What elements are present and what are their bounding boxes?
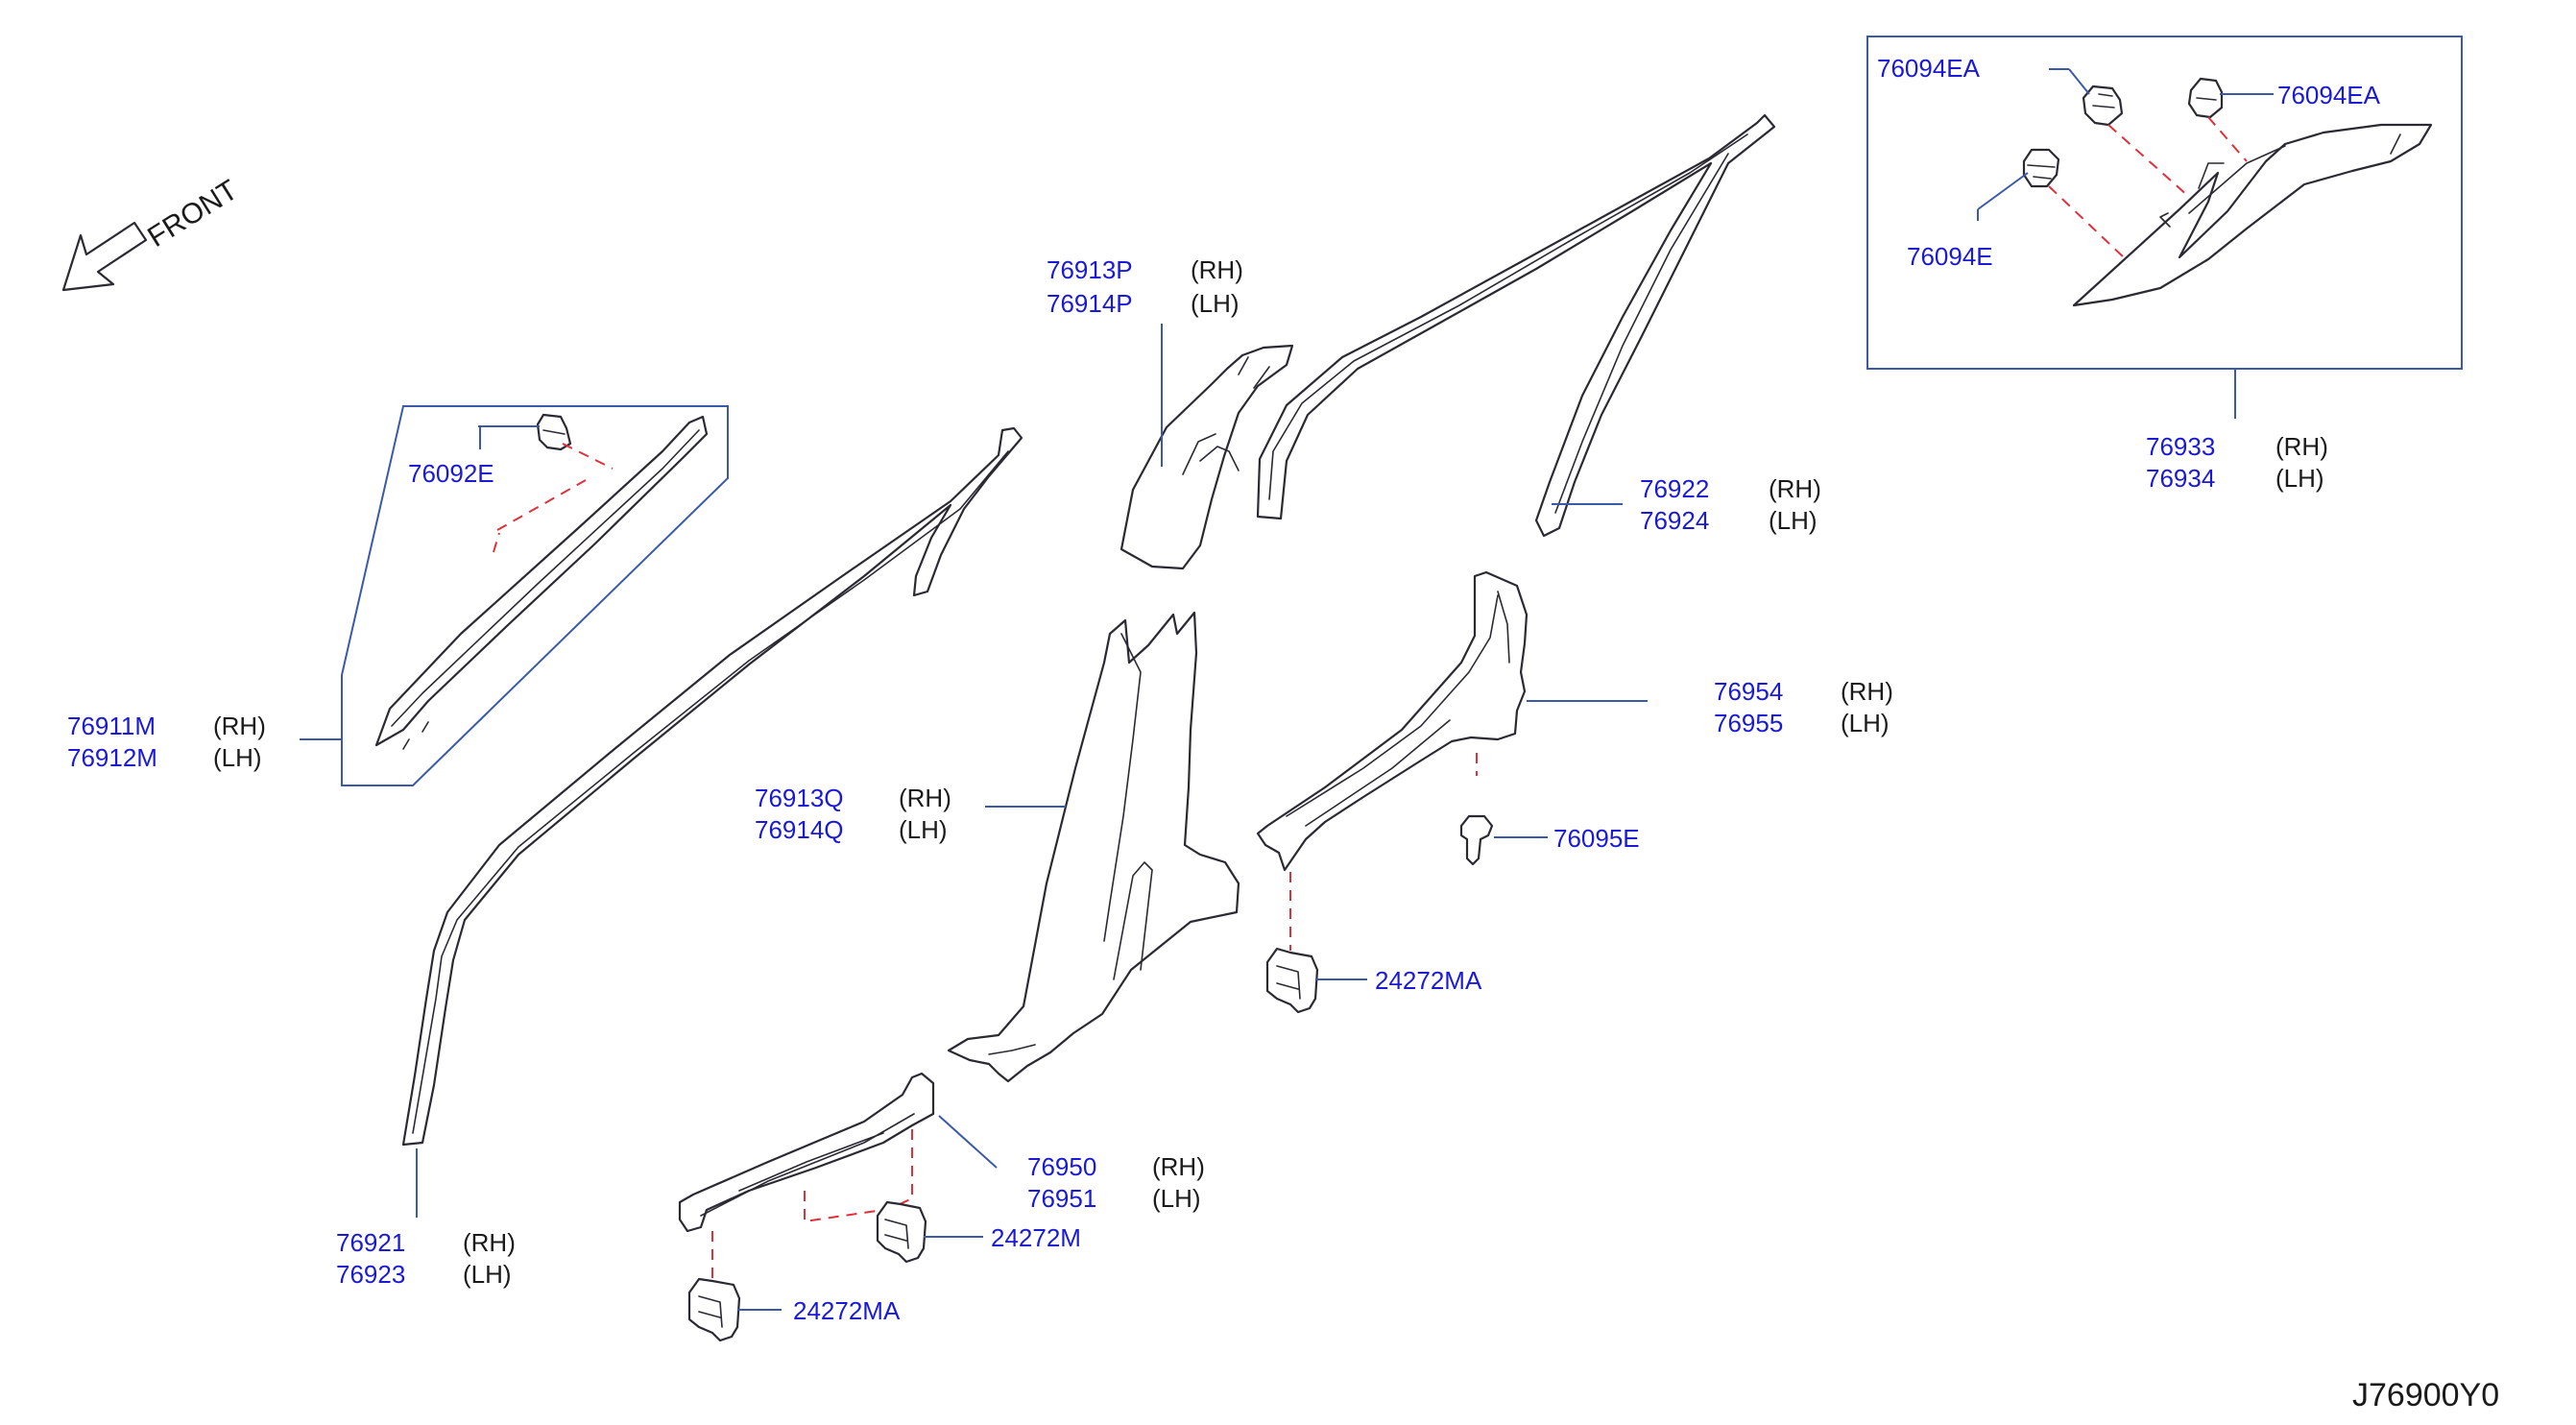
trim-piece-76933 — [2072, 123, 2433, 307]
trim-piece-76913P — [1119, 344, 1294, 570]
part-number-76934: 76934 — [2146, 464, 2215, 493]
side-label-rh: (RH) — [213, 712, 266, 740]
part-number-76914P: 76914P — [1047, 289, 1133, 318]
clip-76094EA-b-icon — [2187, 77, 2224, 119]
part-number-76921: 76921 — [336, 1228, 405, 1257]
part-number-76913Q: 76913Q — [755, 784, 844, 812]
side-label-lh: (LH) — [1841, 709, 1890, 737]
part-number-76951: 76951 — [1027, 1184, 1096, 1213]
diagram-code: J76900Y0 — [2352, 1377, 2499, 1413]
front-label: FRONT — [142, 174, 243, 254]
part-number-76094EA-b: 76094EA — [2277, 81, 2381, 109]
trim-piece-76911M — [374, 415, 709, 750]
weatherstrip-76922 — [1256, 113, 1776, 538]
part-number-76912M: 76912M — [67, 743, 157, 772]
clip-24272M-icon — [876, 1200, 927, 1264]
part-number-76094E: 76094E — [1907, 242, 1993, 271]
sill-plate-76950 — [678, 1072, 935, 1233]
side-label-lh: (LH) — [2275, 464, 2324, 493]
part-number-24272MA-b: 24272MA — [793, 1296, 901, 1325]
side-label-lh: (LH) — [1152, 1184, 1201, 1213]
side-label-rh: (RH) — [1769, 474, 1821, 503]
side-label-lh: (LH) — [1769, 506, 1818, 535]
part-number-76095E: 76095E — [1553, 824, 1640, 853]
clip-76095E-icon — [1459, 814, 1494, 866]
inset-box-76911M — [341, 405, 729, 786]
clip-24272MA-a-icon — [1265, 947, 1319, 1014]
kick-plate-76954 — [1256, 570, 1529, 872]
part-number-76950: 76950 — [1027, 1152, 1096, 1181]
part-number-76924: 76924 — [1640, 506, 1709, 535]
part-number-76914Q: 76914Q — [755, 815, 844, 844]
clip-76094E-icon — [2022, 148, 2060, 188]
clip-76092E-icon — [536, 413, 572, 451]
side-label-lh: (LH) — [213, 743, 262, 772]
part-number-76933: 76933 — [2146, 432, 2215, 461]
part-number-76094EA-a: 76094EA — [1877, 54, 1981, 83]
side-label-rh: (RH) — [2275, 432, 2328, 461]
part-number-76922: 76922 — [1640, 474, 1709, 503]
inset-box-76933 — [1866, 36, 2463, 370]
front-arrow-icon — [61, 221, 148, 292]
side-label-lh: (LH) — [1191, 289, 1240, 318]
weatherstrip-76921 — [401, 426, 1023, 1147]
side-label-rh: (RH) — [463, 1228, 516, 1257]
part-number-76911M: 76911M — [67, 712, 156, 740]
part-number-76955: 76955 — [1714, 709, 1783, 737]
side-label-rh: (RH) — [899, 784, 951, 812]
part-number-76913P: 76913P — [1047, 255, 1133, 284]
side-label-rh: (RH) — [1191, 255, 1243, 284]
part-number-76954: 76954 — [1714, 677, 1783, 706]
part-number-76923: 76923 — [336, 1260, 405, 1289]
part-number-76092E: 76092E — [408, 459, 494, 488]
side-label-rh: (RH) — [1841, 677, 1893, 706]
side-label-lh: (LH) — [899, 815, 948, 844]
side-label-rh: (RH) — [1152, 1152, 1205, 1181]
trim-piece-76913Q — [947, 611, 1240, 1083]
side-label-lh: (LH) — [463, 1260, 512, 1289]
clip-76094EA-a-icon — [2082, 85, 2124, 127]
part-number-24272MA-a: 24272MA — [1375, 966, 1482, 995]
clip-24272MA-b-icon — [687, 1277, 741, 1342]
part-number-24272M: 24272M — [991, 1223, 1081, 1252]
